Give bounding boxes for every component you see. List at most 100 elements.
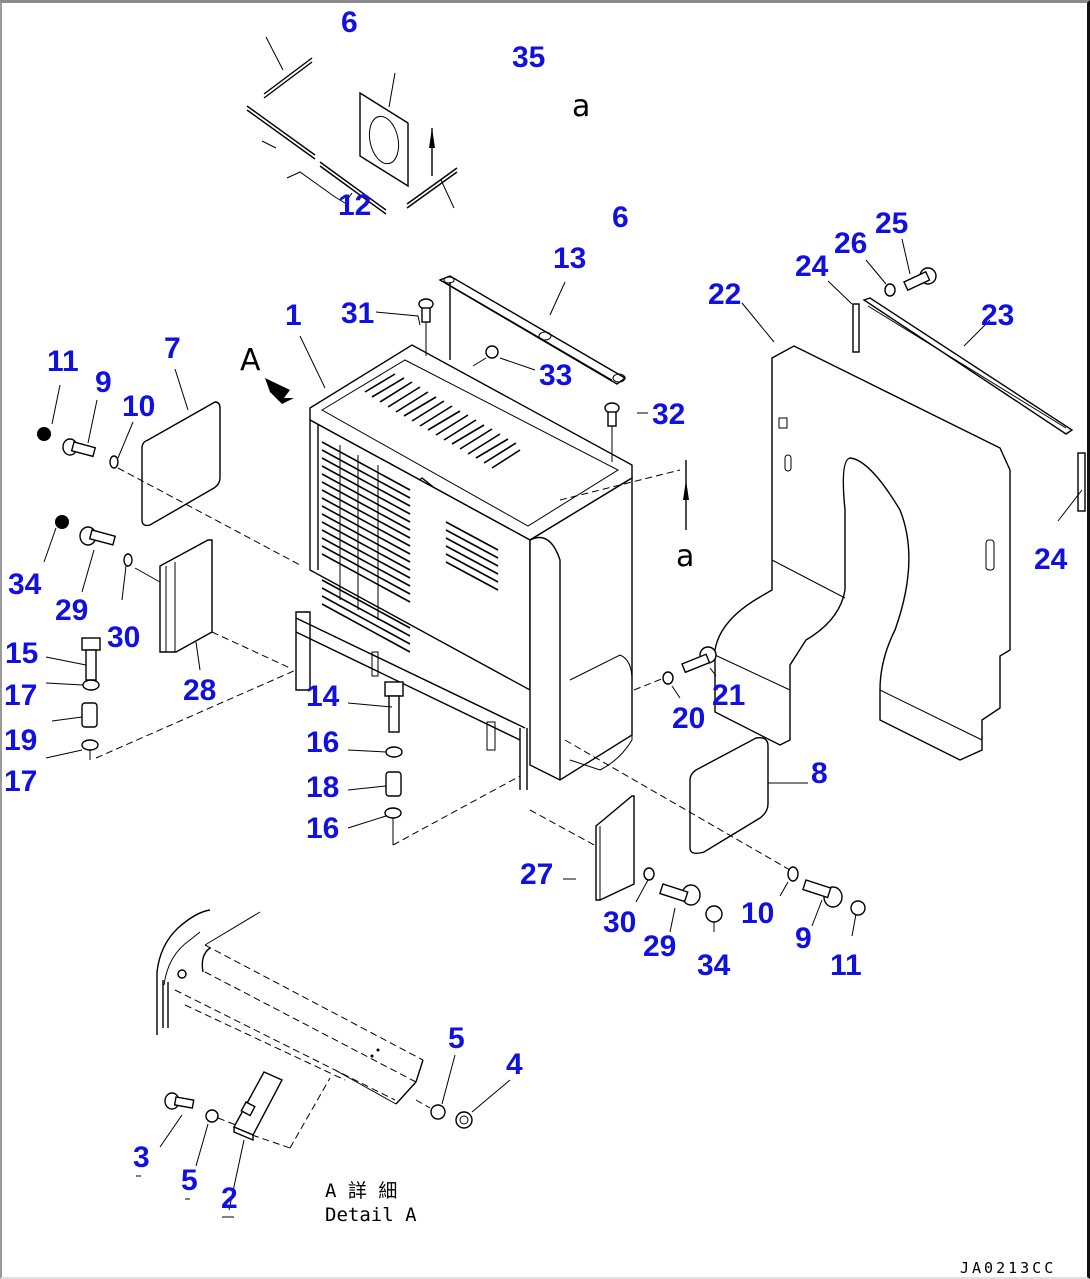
cover-plate-8 (689, 736, 769, 855)
seal-strip-6-right (406, 167, 458, 209)
washer-30-right (643, 867, 655, 881)
part-label: 20 (672, 702, 705, 735)
bolt-15 (81, 637, 101, 681)
nut-33 (472, 345, 536, 371)
part-label: 17 (4, 765, 37, 798)
seal-24-top (852, 303, 860, 353)
part-label: 17 (4, 679, 37, 712)
part-label: 31 (341, 297, 374, 330)
part-label: 16 (306, 726, 339, 759)
arrow-a-top (429, 128, 435, 176)
washer-10-right (787, 866, 799, 882)
washer-17-top (82, 679, 100, 691)
seal-strip-6-top (263, 57, 313, 99)
part-label: 4 (506, 1048, 523, 1081)
part-label: 11 (830, 949, 862, 982)
washer-20 (662, 671, 674, 685)
part-label: 2 (221, 1182, 238, 1215)
part-label: 7 (164, 332, 181, 365)
part-label: 1 (285, 299, 302, 332)
view-a-arrow (265, 378, 294, 404)
part-label: 28 (183, 674, 216, 707)
bolt-3 (164, 1092, 195, 1110)
part-label: 16 (306, 812, 339, 845)
part-label: 13 (553, 242, 586, 275)
part-label: 22 (708, 278, 741, 311)
part-label: 9 (95, 366, 112, 399)
bolt-29-right (659, 883, 701, 906)
bolt-25 (903, 267, 937, 292)
bracket-plate-35 (359, 91, 409, 188)
part-label: 30 (603, 906, 636, 939)
part-label: 23 (981, 299, 1014, 332)
part-label: 30 (107, 621, 140, 654)
part-label: 34 (8, 568, 42, 601)
part-label: 8 (811, 757, 828, 790)
part-label: 32 (652, 398, 685, 431)
part-label: 10 (741, 897, 774, 930)
bracket-13 (438, 275, 627, 385)
spacer-18 (385, 771, 402, 797)
part-label: 24 (795, 250, 829, 283)
part-label: 18 (306, 771, 339, 804)
side-panel-22 (714, 345, 1011, 761)
washer-30-left (123, 553, 133, 567)
washer-26 (884, 283, 896, 297)
section-marker-a-top: a (572, 89, 590, 124)
part-label: 33 (539, 359, 572, 392)
part-label: 5 (181, 1164, 198, 1197)
washer-17-bottom (81, 739, 99, 760)
strip-23 (862, 297, 1074, 435)
part-label: 26 (834, 227, 867, 260)
seal-strip-12 (246, 105, 387, 215)
part-label: 34 (697, 949, 731, 982)
nut-4 (455, 1111, 473, 1129)
part-label: 35 (512, 41, 545, 74)
nut-34-right (705, 905, 723, 923)
part-label: 11 (47, 345, 79, 378)
part-label: 29 (55, 594, 88, 627)
bolt-32 (604, 402, 648, 462)
part-label: 29 (643, 930, 676, 963)
part-label: 15 (5, 637, 38, 670)
washer-5-left (205, 1109, 219, 1123)
part-label: 14 (306, 680, 340, 713)
guard-plate-28 (159, 539, 213, 653)
detail-caption-jp: A 詳 細 (325, 1180, 397, 1202)
bolt-31 (418, 298, 434, 356)
part-label: 6 (612, 201, 629, 234)
washer-10-left (109, 455, 119, 469)
guard-plate-27 (595, 795, 635, 901)
part-label: 9 (795, 922, 812, 955)
detail-caption-en: Detail A (325, 1204, 417, 1226)
nut-11-right (850, 900, 866, 916)
latch-2 (233, 1071, 283, 1142)
drawing-code: JA0213CC (960, 1259, 1056, 1277)
nut-34-left (55, 515, 69, 529)
seal-24-right (1077, 452, 1086, 512)
bolt-14 (384, 681, 404, 733)
part-label: 3 (133, 1141, 150, 1174)
cover-plate-7 (141, 401, 221, 527)
nut-11-left (37, 427, 51, 441)
washer-16-bottom (384, 807, 402, 845)
part-label: 19 (4, 724, 37, 757)
spacer-19 (81, 702, 98, 728)
part-label: 12 (338, 189, 371, 222)
radiator-cover-1 (295, 344, 681, 790)
detail-a-frame (156, 909, 424, 1105)
washer-5-right (430, 1104, 446, 1120)
part-label: 25 (875, 207, 908, 240)
part-label: 24 (1034, 543, 1068, 576)
part-label: 27 (520, 858, 553, 891)
part-label: 5 (448, 1022, 465, 1055)
bolt-21 (681, 646, 717, 674)
washer-16-top (385, 746, 403, 758)
part-label: 21 (712, 679, 745, 712)
bolt-9-right (802, 879, 843, 908)
arrow-a-side (683, 460, 689, 530)
bolt-9-left (62, 438, 97, 458)
view-marker-a: A (240, 343, 261, 378)
